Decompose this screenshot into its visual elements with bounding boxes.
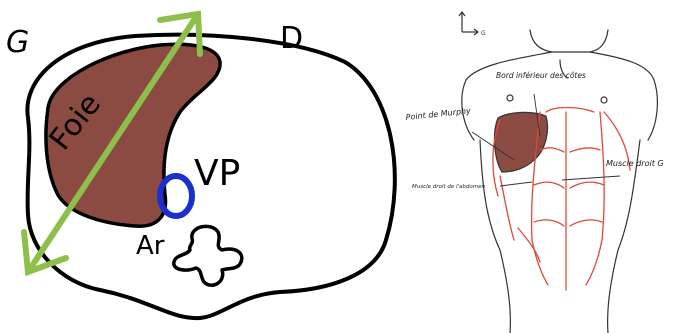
label-muscle-droit-abdomen: Muscle droit de l'abdomen [412, 184, 485, 190]
axis-label: G [481, 30, 486, 37]
liver-cross-section-diagram: G D Foie VP Ar [0, 0, 420, 333]
vertebra-shape [174, 226, 242, 285]
label-bord-inferieur-text: Bord inférieur des côtes [496, 71, 586, 80]
axis-marker-icon [459, 12, 478, 35]
label-muscle-droit-g: Muscle droit G [606, 159, 664, 168]
label-vp: VP [194, 153, 240, 194]
label-ar: Ar [136, 231, 165, 261]
label-gauche: G [6, 25, 29, 60]
label-droite: D [280, 21, 303, 56]
label-point-murphy: Point de Murphy [405, 106, 471, 122]
abdominal-wall-diagram: G [400, 0, 695, 333]
